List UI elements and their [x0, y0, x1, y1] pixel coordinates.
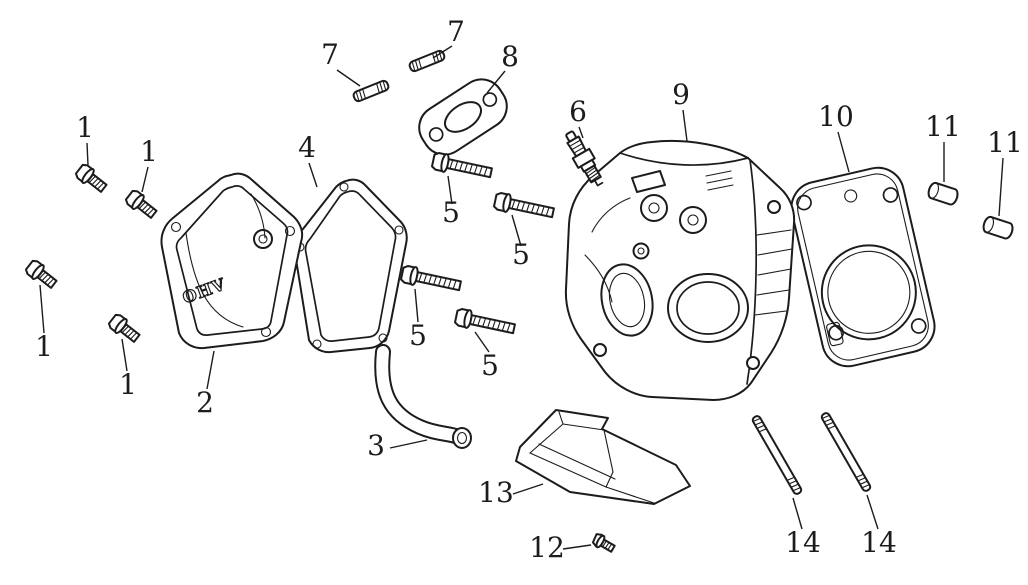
part-8-exhaust-gasket — [418, 78, 508, 156]
part-13-shield-plate — [515, 409, 691, 505]
callout-10: 10 — [818, 100, 854, 173]
leader-line — [998, 157, 1004, 217]
callout-3: 3 — [367, 429, 428, 462]
callout-1-b: 1 — [140, 135, 158, 193]
part-5-bolt-c — [399, 263, 463, 296]
callout-7-a: 7 — [321, 38, 361, 87]
callout-label: 14 — [861, 526, 897, 559]
callout-5-c: 5 — [409, 288, 427, 352]
callout-1-a: 1 — [76, 111, 94, 166]
callout-label: 11 — [987, 126, 1023, 159]
leader-line — [121, 338, 128, 372]
leader-line — [562, 544, 592, 550]
callout-label: 10 — [818, 100, 854, 133]
part-1-bolt-d — [106, 311, 143, 347]
callout-8: 8 — [486, 40, 519, 94]
part-5-bolt-b — [492, 190, 556, 223]
callout-7-b: 7 — [432, 15, 465, 59]
callout-label: 9 — [672, 78, 690, 111]
part-7-stud-a — [351, 78, 391, 104]
part-1-bolt-a — [73, 161, 110, 197]
callout-label: 7 — [447, 15, 465, 48]
part-6-spark-plug — [565, 130, 604, 187]
callout-label: 7 — [321, 38, 339, 71]
callout-4: 4 — [298, 131, 318, 188]
tube-opening — [452, 427, 472, 449]
part-1-bolt-c — [23, 257, 60, 293]
callout-label: 1 — [119, 368, 137, 401]
leader-line — [141, 166, 149, 193]
part-4-cover-gasket — [293, 178, 408, 354]
port-opening — [600, 263, 654, 337]
leader-line — [511, 214, 522, 247]
callout-label: 13 — [478, 476, 514, 509]
part-3-breather-tube — [374, 344, 472, 449]
callout-label: 2 — [196, 386, 214, 419]
leader-line — [837, 131, 850, 173]
callout-label: 3 — [367, 429, 385, 462]
part-14-stud-b — [819, 410, 873, 494]
leader-line — [432, 45, 453, 59]
callout-label: 1 — [35, 330, 53, 363]
callout-label: 4 — [298, 131, 316, 164]
part-14-stud-a — [750, 413, 804, 497]
part-10-head-gasket — [790, 166, 936, 368]
callout-label: 5 — [409, 319, 427, 352]
leader-line — [336, 69, 361, 87]
leader-line — [866, 494, 879, 530]
leader-line — [792, 497, 803, 530]
callout-label: 1 — [140, 135, 158, 168]
leader-line — [414, 288, 419, 323]
callout-label: 12 — [529, 531, 565, 564]
leader-line — [86, 142, 89, 166]
callout-label: 1 — [76, 111, 94, 144]
part-11-dowel-pin-b — [980, 214, 1016, 241]
part-5-bolt-a — [430, 150, 494, 183]
leader-line — [389, 439, 428, 449]
part-5-bolt-d — [453, 306, 517, 339]
part-11-dowel-pin-a — [925, 180, 961, 207]
combustion-chamber — [667, 273, 749, 343]
callout-1-d: 1 — [119, 338, 137, 401]
leader-line — [39, 284, 45, 334]
leader-line — [486, 70, 506, 94]
part-9-cylinder-head — [564, 139, 796, 401]
callout-14-b: 14 — [861, 494, 897, 559]
callout-5-b: 5 — [511, 214, 530, 271]
callout-12: 12 — [529, 531, 592, 564]
callout-label: 11 — [925, 110, 961, 143]
leader-line — [206, 350, 215, 390]
callout-13: 13 — [478, 476, 544, 509]
callout-label: 5 — [442, 196, 460, 229]
callout-6: 6 — [569, 95, 587, 139]
part-1-bolt-b — [123, 187, 160, 223]
callout-11-a: 11 — [925, 110, 961, 182]
callout-label: 8 — [501, 40, 519, 73]
callout-label: 6 — [569, 95, 587, 128]
callout-5-d: 5 — [474, 331, 499, 382]
part-12-screw — [591, 533, 616, 553]
callout-11-b: 11 — [987, 126, 1023, 217]
callout-label: 5 — [481, 349, 499, 382]
callout-9: 9 — [672, 78, 690, 142]
callout-14-a: 14 — [785, 497, 821, 559]
leader-line — [308, 162, 318, 188]
bore-opening — [820, 244, 917, 341]
part-2-valve-cover: OHV — [160, 172, 304, 350]
callout-2: 2 — [196, 350, 215, 419]
leader-line — [447, 175, 453, 205]
leader-line — [474, 331, 490, 353]
leader-line — [682, 109, 688, 142]
cooling-fins — [754, 229, 793, 316]
leader-line — [512, 483, 544, 495]
callout-label: 14 — [785, 526, 821, 559]
callout-1-c: 1 — [35, 284, 53, 363]
callout-5-a: 5 — [442, 175, 460, 229]
leader-line — [578, 126, 584, 139]
callout-label: 5 — [512, 238, 530, 271]
